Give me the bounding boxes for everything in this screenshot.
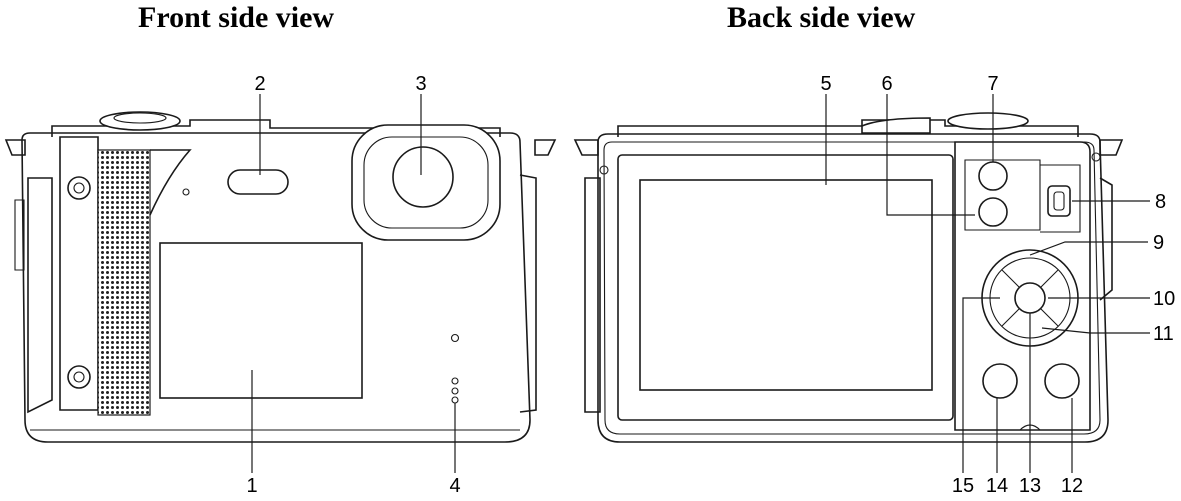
callout-3: 3 xyxy=(415,73,426,95)
callout-12: 12 xyxy=(1061,475,1083,497)
callout-10: 10 xyxy=(1153,288,1175,310)
front-camera-body xyxy=(4,111,557,443)
callout-11: 11 xyxy=(1153,323,1174,345)
callout-13: 13 xyxy=(1019,475,1041,497)
callout-8: 8 xyxy=(1155,191,1166,213)
callout-9: 9 xyxy=(1153,232,1164,254)
callout-2: 2 xyxy=(254,73,265,95)
back-callout-lines xyxy=(825,94,1150,473)
back-camera-body xyxy=(573,112,1124,443)
callout-7: 7 xyxy=(987,73,998,95)
callout-1: 1 xyxy=(246,475,257,497)
front-view-title: Front side view xyxy=(138,1,335,34)
front-callout-lines xyxy=(251,94,456,473)
callout-15: 15 xyxy=(952,475,974,497)
callout-4: 4 xyxy=(449,475,460,497)
callout-5: 5 xyxy=(820,73,831,95)
callout-14: 14 xyxy=(986,475,1008,497)
callout-6: 6 xyxy=(881,73,892,95)
back-view-title: Back side view xyxy=(727,1,916,34)
